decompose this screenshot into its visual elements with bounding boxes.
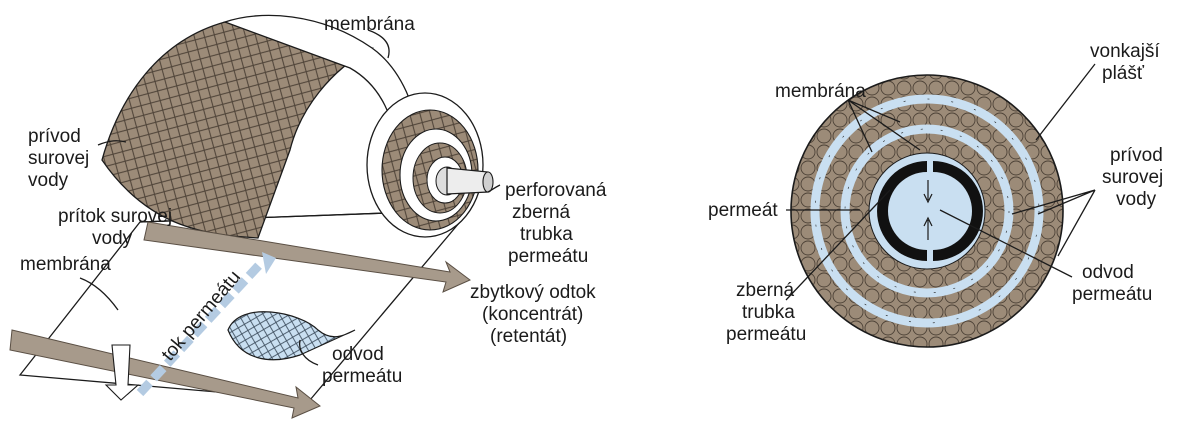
label-collector-tube-right: zberná trubka permeátu (726, 280, 806, 345)
label-raw-water-inlet-right: prívod surovej vody (1102, 145, 1169, 210)
perforated-collector-tube (447, 168, 493, 194)
label-raw-water-inlet: prívod surovej vody (28, 126, 95, 191)
label-membrane-top: membrána (324, 14, 415, 35)
label-membrane-bottom: membrána (20, 254, 111, 275)
label-permeate-outlet-right: odvod permeátu (1072, 262, 1152, 305)
roll-end-spiral (367, 93, 483, 237)
left-diagram: membrána prívod surovej vody prítok suro… (10, 14, 612, 418)
label-membrane-right: membrána (775, 81, 866, 102)
label-residual-outflow: zbytkový odtok (koncentrát) (retentát) (470, 282, 601, 347)
leader-outer-shell (1036, 64, 1095, 140)
label-outer-shell: vonkajší plášť (1090, 41, 1165, 84)
label-permeate-outlet-left: odvod permeátu (322, 344, 402, 387)
right-diagram: membrána vonkajší plášť prívod surovej v… (708, 41, 1169, 347)
label-permeate: permeát (708, 200, 778, 221)
collector-tube-cross-section (877, 161, 983, 261)
label-collector-tube: perforovaná zberná trubka permeátu (505, 180, 612, 267)
